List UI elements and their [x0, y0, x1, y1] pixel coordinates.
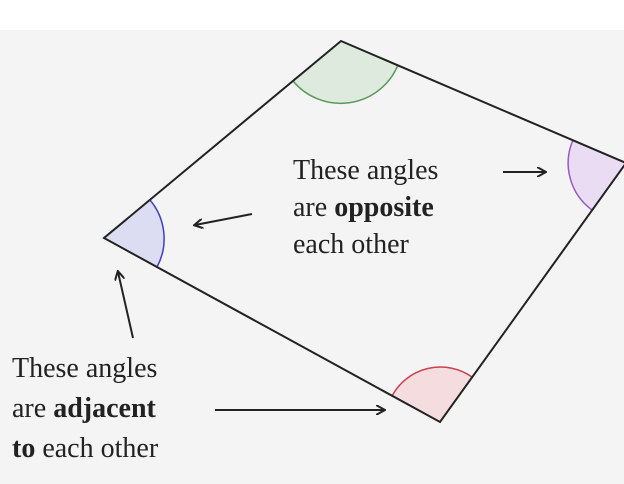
adjacent-angles-label: These angles are adjacent to each other — [12, 349, 158, 469]
adjacent-line2-pre: are — [12, 393, 54, 424]
angle-bottom — [392, 367, 472, 422]
arrow-up-to-left-angle — [118, 272, 134, 339]
angle-right — [568, 140, 624, 210]
angle-right-arc — [567, 139, 593, 211]
top-band — [0, 0, 624, 30]
adjacent-line1: These angles — [12, 353, 158, 384]
opposite-keyword: opposite — [334, 192, 434, 223]
opposite-line2: are opposite — [293, 189, 438, 226]
arrow-left-to-left-angle — [195, 213, 253, 225]
angle-left-arc — [149, 199, 165, 268]
adjacent-line2: are adjacent — [12, 389, 158, 429]
angle-bottom-arc — [391, 366, 473, 397]
angle-left — [104, 200, 165, 267]
opposite-line1: These angles — [293, 155, 439, 186]
angle-top — [293, 41, 398, 104]
adjacent-keyword: adjacent — [53, 393, 156, 424]
opposite-line3: each other — [293, 229, 409, 260]
angle-top-arc — [292, 64, 399, 105]
parallelogram-outline — [102, 39, 624, 424]
adjacent-to-keyword: to — [12, 433, 36, 464]
opposite-angles-label: These angles are opposite each other — [293, 152, 438, 263]
adjacent-line3-post: each other — [35, 433, 159, 464]
adjacent-line3: to each other — [12, 429, 158, 469]
opposite-line2-pre: are — [293, 192, 335, 223]
